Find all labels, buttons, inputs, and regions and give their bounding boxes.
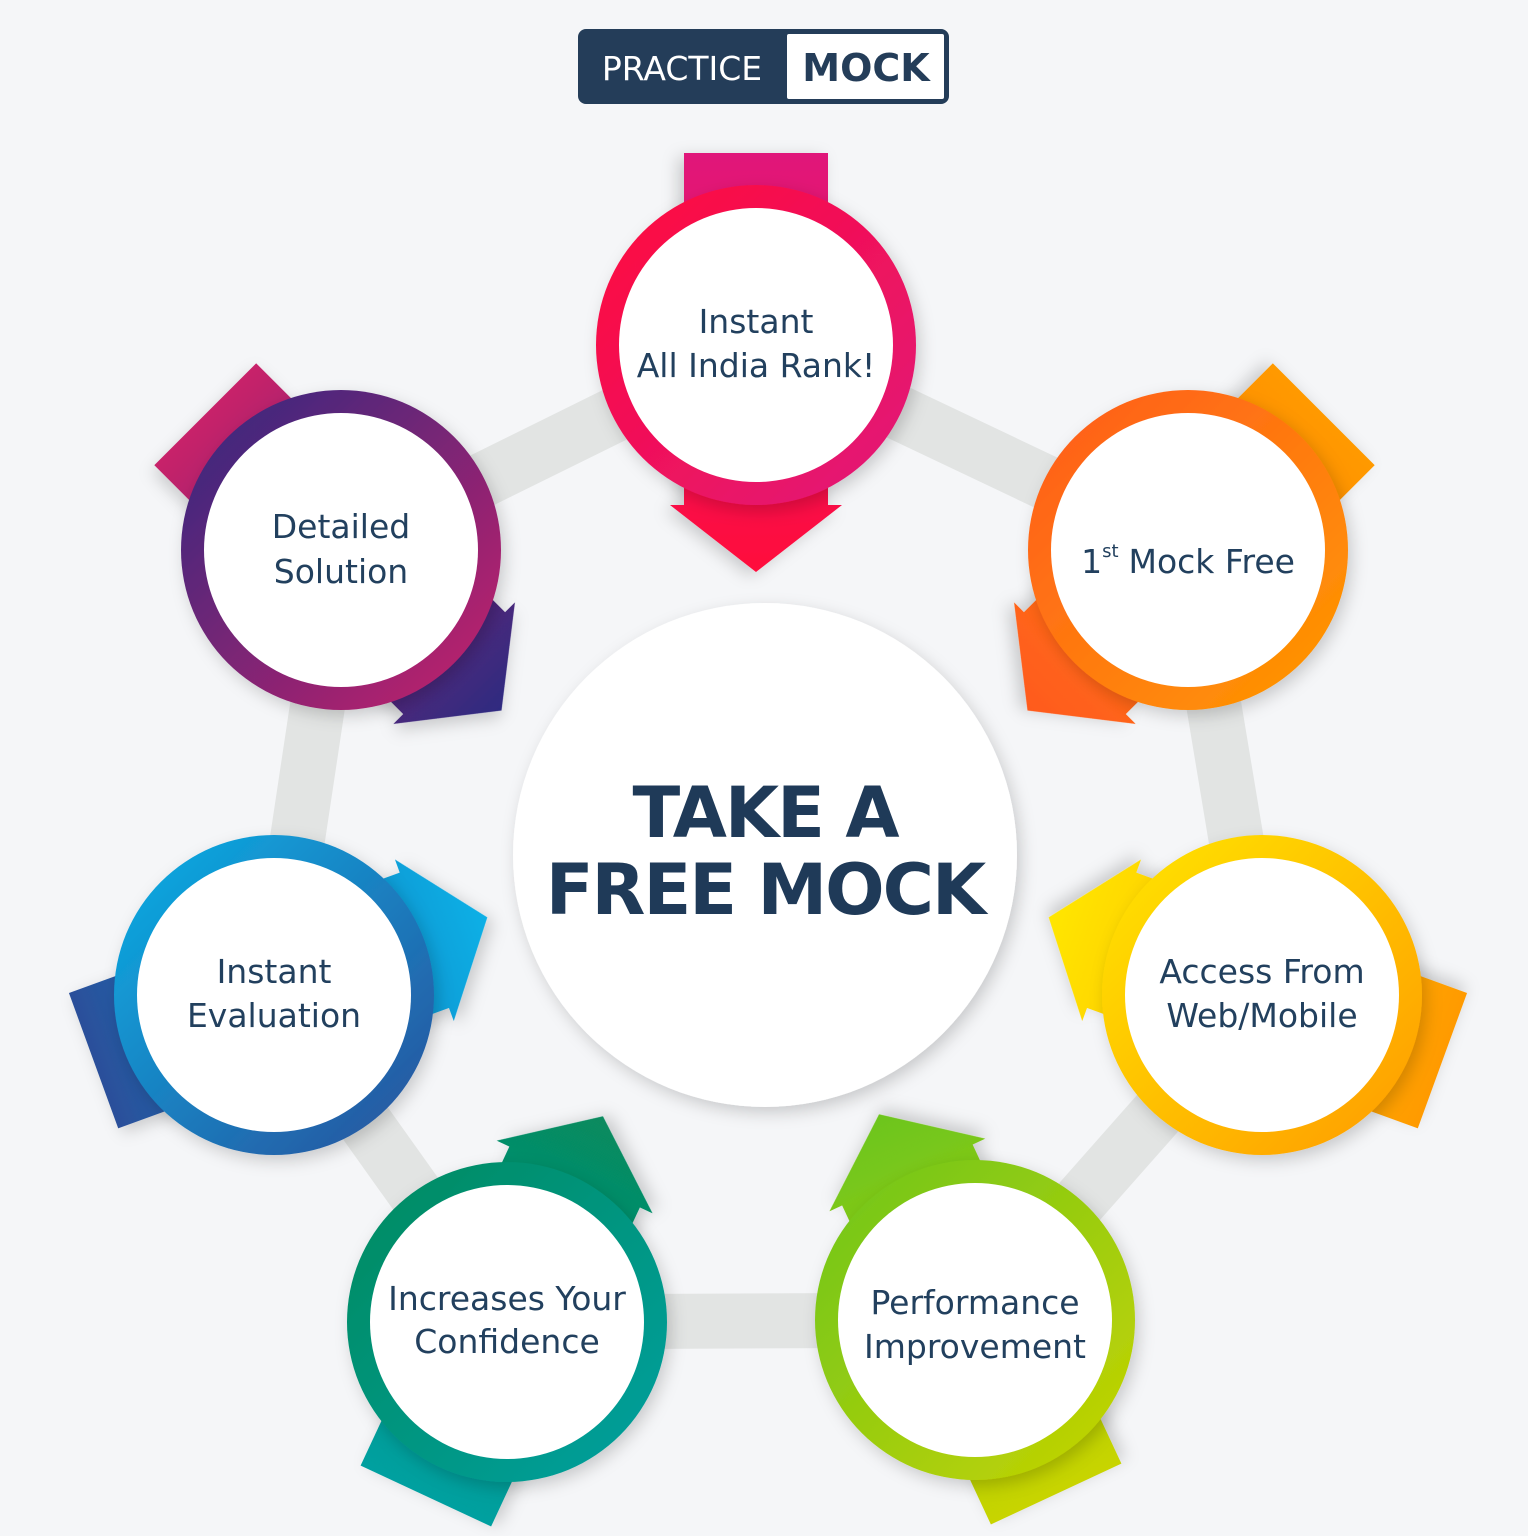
- item-3-line2: Web/Mobile: [1166, 996, 1357, 1035]
- item-2-rest: Mock Free: [1129, 542, 1295, 581]
- item-4-line2: Improvement: [864, 1327, 1086, 1366]
- benefit-node-3: [1048, 835, 1468, 1155]
- node-inner-circle: [204, 413, 478, 687]
- center-circle-shape: [513, 603, 1017, 1107]
- item-5-line2: Confidence: [414, 1322, 600, 1361]
- center-title-line1: TAKE A: [632, 772, 899, 854]
- benefit-node-4: [815, 1114, 1135, 1525]
- node-inner-circle: [838, 1183, 1112, 1457]
- item-1-line1: Instant: [699, 302, 814, 341]
- item-5-line1: Increases Your: [388, 1279, 626, 1318]
- node-inner-circle: [1051, 413, 1325, 687]
- item-2-label: 1st Mock Free: [1081, 541, 1295, 581]
- node-inner-circle: [137, 858, 411, 1132]
- benefit-node-2: [1014, 363, 1375, 724]
- logo-white-box: [787, 34, 944, 99]
- benefit-node-6: [68, 835, 488, 1155]
- center-title-line2: FREE MOCK: [546, 849, 989, 931]
- node-inner-circle: [619, 208, 893, 482]
- item-7-line1: Detailed: [272, 507, 410, 546]
- benefit-node-7: [154, 363, 515, 724]
- practice-mock-logo: PRACTICE MOCK: [578, 29, 949, 104]
- benefit-node-5: [347, 1116, 667, 1527]
- item-2-superscript: st: [1102, 541, 1118, 562]
- item-4-line1: Performance: [870, 1283, 1079, 1322]
- node-inner-circle: [1125, 858, 1399, 1132]
- item-3-line1: Access From: [1159, 952, 1364, 991]
- item-2-main: 1: [1081, 542, 1102, 581]
- item-7-line2: Solution: [274, 552, 408, 591]
- center-circle: TAKE A FREE MOCK: [513, 603, 1017, 1107]
- benefit-node-1: [596, 153, 916, 572]
- node-inner-circle: [370, 1185, 644, 1459]
- item-1-line2: All India Rank!: [637, 346, 876, 385]
- item-6-line1: Instant: [217, 952, 332, 991]
- item-6-line2: Evaluation: [187, 996, 361, 1035]
- logo-practice-text: PRACTICE: [602, 49, 762, 88]
- logo-mock-text: MOCK: [802, 46, 931, 90]
